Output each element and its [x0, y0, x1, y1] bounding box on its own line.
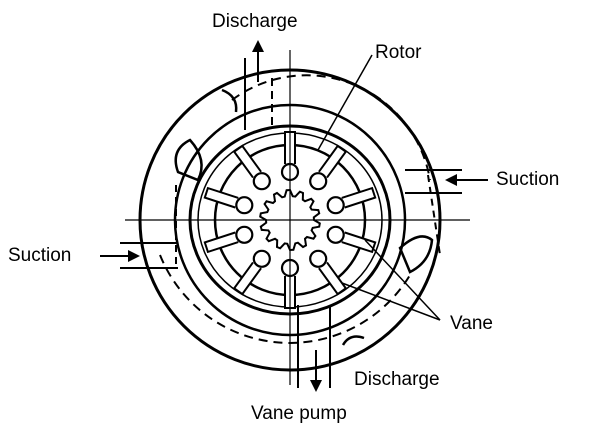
label-suction-left: Suction — [8, 245, 72, 266]
port-slot-left — [174, 138, 203, 182]
vane-blade — [203, 186, 239, 209]
vane-blade — [341, 186, 377, 209]
label-rotor: Rotor — [375, 42, 422, 63]
label-suction-right: Suction — [496, 169, 560, 190]
port-outline-upper — [231, 74, 431, 181]
vane-blade — [341, 231, 377, 254]
label-discharge-bottom: Discharge — [354, 369, 440, 390]
caption: Vane pump — [251, 403, 347, 424]
vane-blade — [232, 261, 262, 296]
vane-blade — [203, 231, 239, 254]
vane-slot-root — [235, 225, 254, 244]
port-slot-right — [398, 235, 434, 274]
vane-blade — [318, 261, 348, 296]
suction-arrowhead-right — [445, 174, 457, 186]
vanes — [203, 131, 377, 309]
port-outline-lower — [159, 254, 411, 344]
vane-blade — [232, 144, 262, 179]
vane-slot-root — [252, 172, 271, 191]
vane-blade — [318, 144, 348, 179]
vane-slot-root — [252, 249, 271, 268]
discharge-arrowhead-bottom — [310, 380, 322, 392]
suction-arrowhead-left — [128, 250, 140, 262]
housing-notch-top — [221, 88, 238, 113]
rotor-leader — [317, 54, 373, 151]
vane-slot-root — [326, 196, 345, 215]
vane-slot-root — [326, 225, 345, 244]
label-vane: Vane — [450, 313, 493, 334]
discharge-arrowhead-top — [252, 40, 264, 52]
vane-slot-root — [309, 249, 328, 268]
housing-notch-bottom — [341, 335, 365, 346]
vane-leader-2 — [341, 282, 441, 321]
vane-slot-root — [309, 172, 328, 191]
label-discharge-top: Discharge — [212, 11, 298, 32]
port-outline-right — [427, 174, 441, 256]
vane-leader-1 — [364, 239, 441, 321]
vane-slot-root — [235, 196, 254, 215]
